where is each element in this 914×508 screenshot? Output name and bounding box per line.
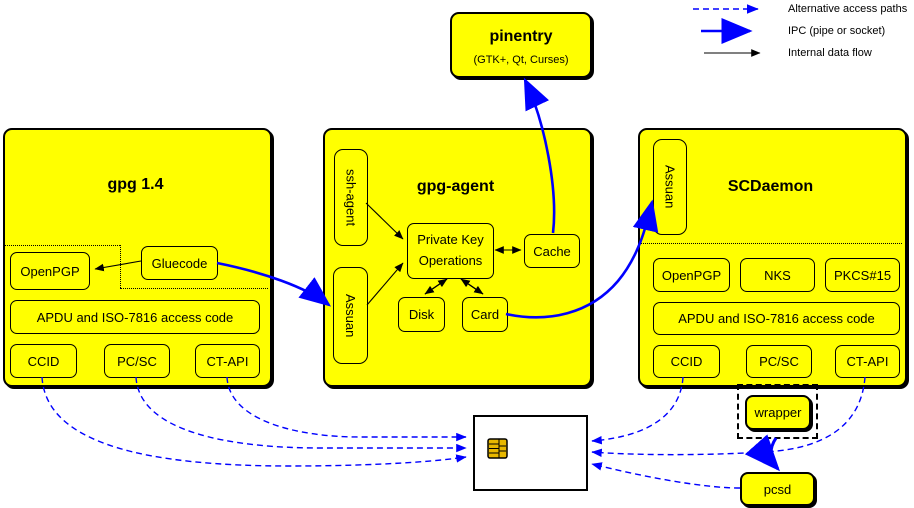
gpg14-ctapi-box: CT-API <box>195 344 260 378</box>
pinentry-subtitle: (GTK+, Qt, Curses) <box>473 54 569 66</box>
gpg-agent-assuan-box: Assuan <box>333 267 368 364</box>
gpg14-gluecode-box: Gluecode <box>141 246 218 280</box>
gpg14-pcsc-box: PC/SC <box>104 344 170 378</box>
alt-gpg14-ccid-to-card <box>41 376 467 467</box>
legend-alternative-access-label: Alternative access paths <box>788 3 908 15</box>
pinentry-panel: pinentry (GTK+, Qt, Curses) <box>450 12 592 78</box>
private-key-ops-line1: Private Key <box>417 232 484 248</box>
scdaemon-nks-box: NKS <box>740 258 815 292</box>
alt-gpg14-pcsc-to-card <box>135 376 467 453</box>
scdaemon-dotted-separator <box>639 243 902 244</box>
scdaemon-pkcs15-box: PKCS#15 <box>825 258 900 292</box>
scdaemon-pcsc-box: PC/SC <box>746 345 812 378</box>
smartcard-chip-icon <box>487 438 508 459</box>
gpg14-dotted-separator-v <box>120 245 121 288</box>
gpg-agent-card-box: Card <box>462 297 508 332</box>
private-key-ops-line2: Operations <box>418 253 483 268</box>
gpg-agent-ssh-agent-box: ssh-agent <box>334 149 368 246</box>
legend-internal-flow-label: Internal data flow <box>788 47 872 59</box>
gpg14-ccid-box: CCID <box>10 344 77 378</box>
scdaemon-ccid-box: CCID <box>653 345 720 378</box>
wrapper-box: wrapper <box>745 395 811 430</box>
scdaemon-apdu-box: APDU and ISO-7816 access code <box>653 302 900 335</box>
scdaemon-ctapi-box: CT-API <box>835 345 900 378</box>
pcsd-box: pcsd <box>740 472 815 506</box>
alt-pcsd-to-card <box>591 462 741 489</box>
scdaemon-assuan-box: Assuan <box>653 139 687 235</box>
gpg14-apdu-box: APDU and ISO-7816 access code <box>10 300 260 334</box>
gpg-agent-cache-box: Cache <box>524 234 580 268</box>
scdaemon-title: SCDaemon <box>727 178 814 195</box>
gpg14-openpgp-box: OpenPGP <box>10 252 90 290</box>
gpg14-dotted-separator-h1 <box>3 245 120 246</box>
gpg-agent-private-key-ops-box: Private Key Operations <box>407 223 494 279</box>
smartcard <box>473 415 588 491</box>
gpg-agent-disk-box: Disk <box>398 297 445 332</box>
gpg14-title: gpg 1.4 <box>107 176 164 193</box>
gpg-agent-title: gpg-agent <box>416 178 495 195</box>
scdaemon-openpgp-box: OpenPGP <box>653 258 730 292</box>
ipc-wrapper-to-pcsd <box>744 434 780 472</box>
pinentry-title: pinentry <box>489 28 553 45</box>
scdaemon-panel <box>638 128 907 387</box>
gpg14-dotted-separator-h2 <box>120 288 268 289</box>
legend-ipc-label: IPC (pipe or socket) <box>788 25 886 37</box>
alt-scdaemon-ctapi-to-card <box>591 376 866 457</box>
